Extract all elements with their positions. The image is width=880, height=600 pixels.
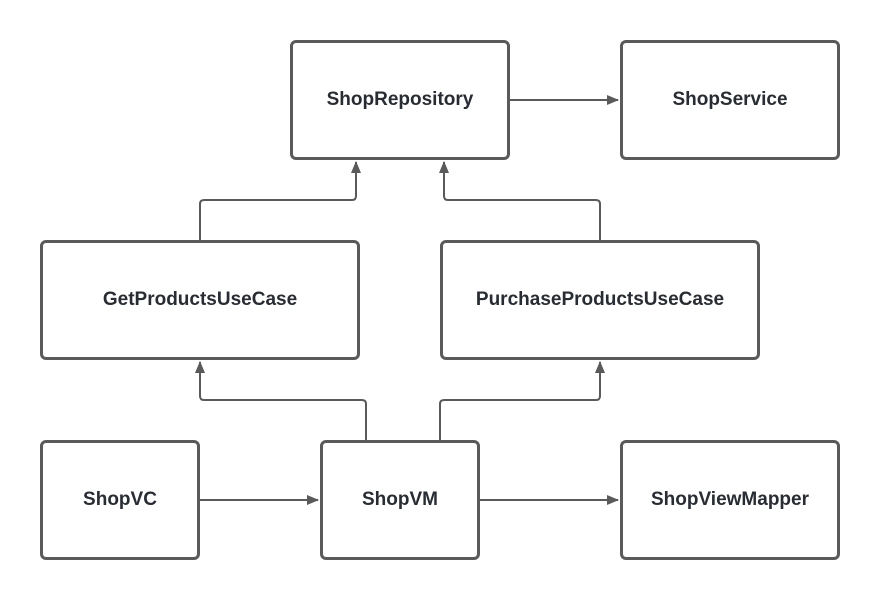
node-label: PurchaseProductsUseCase	[475, 289, 725, 310]
edge-shopvm-to-purchaseproductsusecase	[439, 361, 605, 440]
node-label: ShopService	[672, 89, 788, 110]
node-get-products-use-case: GetProductsUseCase	[40, 240, 360, 360]
node-purchase-products-use-case: PurchaseProductsUseCase	[440, 240, 760, 360]
node-shop-service: ShopService	[620, 40, 840, 160]
node-shop-view-mapper: ShopViewMapper	[620, 440, 840, 560]
node-shop-vm: ShopVM	[320, 440, 480, 560]
node-label: GetProductsUseCase	[102, 289, 298, 310]
node-label: ShopVM	[362, 489, 438, 510]
edge-getproductsusecase-to-shoprepository	[199, 161, 361, 240]
node-shop-vc: ShopVC	[40, 440, 200, 560]
node-label: ShopRepository	[326, 89, 474, 110]
node-label: ShopVC	[83, 489, 157, 510]
node-shop-repository: ShopRepository	[290, 40, 510, 160]
edge-purchaseproductsusecase-to-shoprepository	[439, 161, 601, 240]
node-label: ShopViewMapper	[650, 489, 809, 510]
edge-shopvm-to-getproductsusecase	[195, 361, 367, 440]
